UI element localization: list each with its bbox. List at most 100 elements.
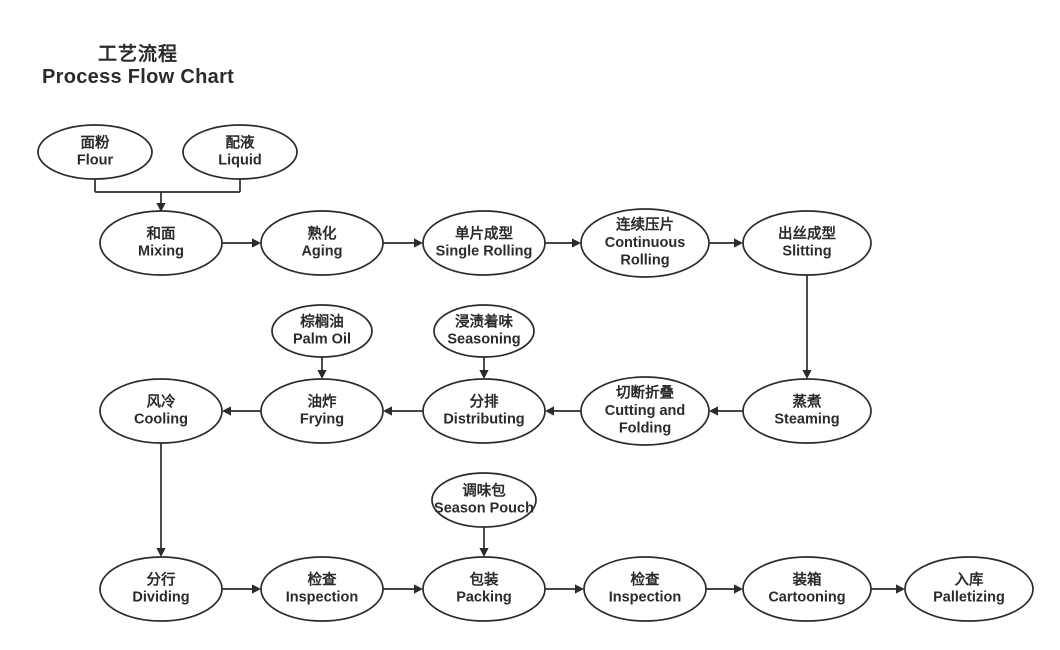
chart-title-en: Process Flow Chart [42, 66, 235, 89]
flow-node-aging[interactable]: 熟化 Aging [260, 210, 384, 276]
arrow-head [414, 584, 423, 594]
node-label-cn: 装箱 [792, 570, 822, 588]
flow-edge [383, 406, 423, 416]
arrow-head [156, 548, 166, 557]
node-label-en: Flour [77, 153, 114, 169]
flow-edge [545, 584, 584, 594]
flow-edge [545, 238, 581, 248]
node-shape[interactable] [422, 210, 546, 276]
flow-node-seasoning[interactable]: 浸渍着味 Seasoning [433, 304, 535, 358]
node-label-en: Single Rolling [436, 244, 533, 260]
node-shape[interactable] [182, 124, 298, 180]
arrow-head [709, 406, 718, 416]
node-label-en: Steaming [774, 412, 839, 428]
arrow-head [575, 584, 584, 594]
node-label-en: Palm Oil [293, 332, 351, 348]
node-layer: 面粉 Flour 配液 Liquid 和面 Mixing 熟化 Aging 单片成型 Single… [37, 124, 1034, 622]
flow-node-flour[interactable]: 面粉 Flour [37, 124, 153, 180]
node-shape[interactable] [904, 556, 1034, 622]
node-label-cn: 单片成型 [455, 224, 513, 242]
node-label-en: Folding [619, 420, 671, 436]
node-shape[interactable] [99, 556, 223, 622]
node-label-en: Liquid [218, 153, 262, 169]
flow-node-liquid[interactable]: 配液 Liquid [182, 124, 298, 180]
flow-node-single_roll[interactable]: 单片成型 Single Rolling [422, 210, 546, 276]
arrow-head [896, 584, 905, 594]
node-label-cn: 分行 [147, 570, 176, 588]
flow-edge [871, 584, 905, 594]
arrow-head [383, 406, 392, 416]
node-label-en: Mixing [138, 244, 184, 260]
node-label-cn: 面粉 [81, 133, 110, 151]
node-label-cn: 熟化 [308, 224, 337, 242]
arrow-head [572, 238, 581, 248]
node-shape[interactable] [742, 210, 872, 276]
node-label-cn: 检查 [308, 570, 337, 588]
node-shape[interactable] [37, 124, 153, 180]
node-shape[interactable] [580, 376, 710, 446]
node-label-en: Aging [301, 244, 342, 260]
node-shape[interactable] [99, 210, 223, 276]
node-label-en: Palletizing [933, 590, 1005, 606]
flow-edge [545, 406, 581, 416]
arrow-head [479, 548, 489, 557]
node-label-cn: 配液 [226, 133, 255, 151]
node-label-cn: 包装 [470, 570, 499, 588]
node-label-cn: 连续压片 [616, 216, 674, 234]
node-label-cn: 棕榈油 [300, 312, 344, 330]
node-shape[interactable] [260, 378, 384, 444]
node-shape[interactable] [260, 556, 384, 622]
node-label-en: Packing [456, 590, 512, 606]
arrow-head [252, 238, 261, 248]
node-shape[interactable] [742, 556, 872, 622]
edge-layer [94, 179, 905, 594]
node-label-cn: 浸渍着味 [455, 312, 513, 330]
node-shape[interactable] [422, 378, 546, 444]
node-shape[interactable] [580, 208, 710, 278]
flow-edge [222, 406, 261, 416]
flow-node-palm_oil[interactable]: 棕榈油 Palm Oil [271, 304, 373, 358]
node-shape[interactable] [433, 304, 535, 358]
node-label-en: Seasoning [447, 332, 520, 348]
node-label-cn: 和面 [147, 225, 176, 242]
chart-title: 工艺流程 Process Flow Chart [42, 44, 234, 90]
node-shape[interactable] [260, 210, 384, 276]
node-shape[interactable] [99, 378, 223, 444]
flow-node-packing[interactable]: 包装 Packing [422, 556, 546, 622]
flow-node-cartooning[interactable]: 装箱 Cartooning [742, 556, 872, 622]
flow-edge [222, 584, 261, 594]
node-label-cn: 分排 [470, 392, 499, 410]
flow-node-mixing[interactable]: 和面 Mixing [99, 210, 223, 276]
node-shape[interactable] [583, 556, 707, 622]
node-shape[interactable] [271, 304, 373, 358]
flow-edge [222, 238, 261, 248]
node-label-en: Slitting [782, 244, 831, 260]
flow-edge [709, 406, 743, 416]
node-label-cn: 调味包 [462, 481, 506, 499]
chart-title-cn: 工艺流程 [98, 44, 179, 65]
flow-edge [802, 275, 812, 379]
flow-edge [479, 527, 489, 557]
flow-edge [706, 584, 743, 594]
node-label-cn: 检查 [631, 570, 660, 588]
arrow-head [156, 203, 166, 212]
node-label-en: Cutting and [605, 403, 686, 419]
node-shape[interactable] [742, 378, 872, 444]
node-label-en: Cartooning [768, 590, 845, 606]
node-shape[interactable] [431, 472, 537, 528]
node-shape[interactable] [422, 556, 546, 622]
